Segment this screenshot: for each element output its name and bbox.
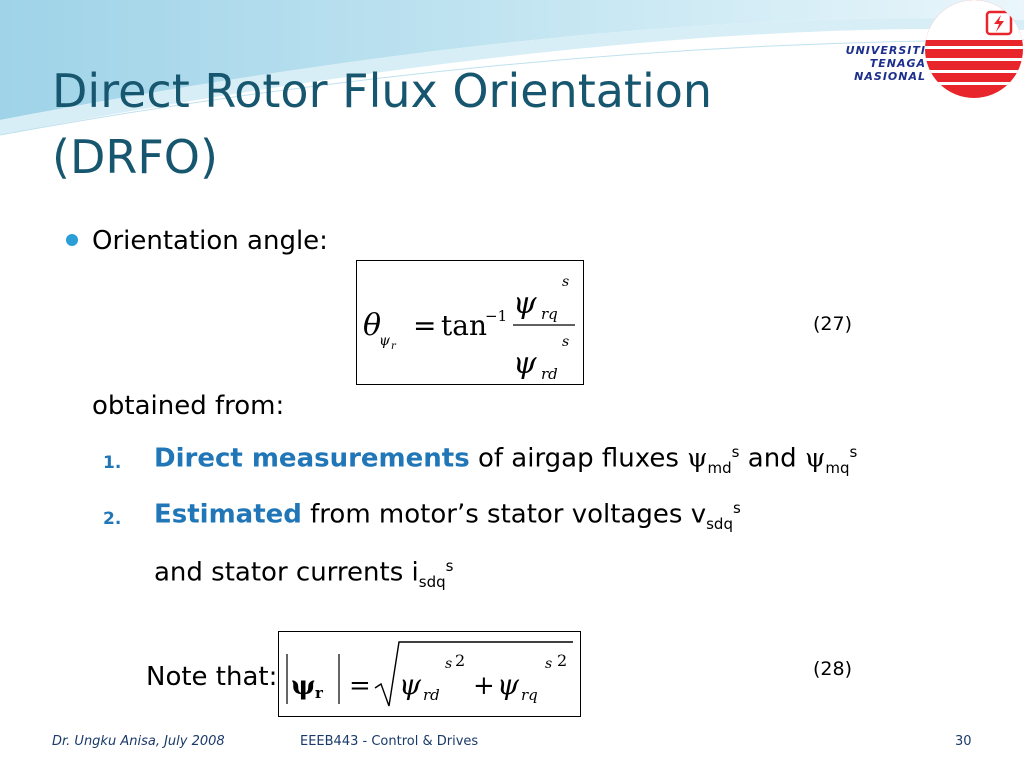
svg-text:s: s [562, 274, 569, 290]
obtained-from-text: obtained from: [92, 391, 285, 421]
equation-28-box: ψ r = ψ rd s 2 + ψ rq s 2 [278, 631, 581, 717]
svg-text:tan: tan [441, 309, 487, 342]
svg-text:=: = [413, 309, 436, 342]
svg-text:ψ: ψ [399, 668, 422, 701]
note-text: Note that: [146, 662, 278, 692]
list-item-2: Estimated from motor’s stator voltages v… [154, 499, 741, 533]
svg-text:2: 2 [455, 651, 465, 670]
svg-text:s: s [445, 656, 452, 672]
svg-text:s: s [562, 334, 569, 350]
equation-27-box: θ ψ r = tan −1 ψ rq s ψ rd s [356, 260, 584, 385]
svg-text:ψ: ψ [513, 346, 537, 381]
header-wave-background [0, 0, 1024, 136]
theta-symbol: θ [363, 308, 381, 343]
bullet-orientation-angle: Orientation angle: [92, 226, 328, 256]
svg-text:rq: rq [521, 686, 538, 704]
footer-course: EEEB443 - Control & Drives [300, 734, 479, 749]
svg-text:r: r [315, 684, 324, 702]
svg-text:+: + [473, 671, 495, 701]
equation-27-number: (27) [813, 313, 853, 335]
svg-text:rd: rd [423, 686, 440, 704]
svg-text:r: r [391, 341, 397, 352]
svg-text:rq: rq [541, 305, 558, 323]
svg-text:=: = [349, 671, 371, 701]
university-logo [925, 0, 1023, 98]
equation-27: θ ψ r = tan −1 ψ rq s ψ rd s [363, 274, 575, 383]
svg-text:ψ: ψ [379, 333, 391, 349]
list-number-1: 1. [103, 453, 122, 473]
svg-text:s: s [545, 656, 552, 672]
list-item-2-continuation: and stator currents isdqs [154, 557, 454, 591]
svg-text:ψ: ψ [513, 286, 537, 321]
svg-text:−1: −1 [485, 307, 507, 325]
list-item-1: Direct measurements of airgap fluxes ψmd… [154, 443, 858, 477]
svg-text:ψ: ψ [291, 671, 315, 701]
footer-author: Dr. Ungku Anisa, July 2008 [52, 734, 225, 749]
list-number-2: 2. [103, 509, 122, 529]
equation-28: ψ r = ψ rd s 2 + ψ rq s 2 [286, 641, 573, 707]
university-brand-text: UNIVERSITI TENAGA NASIONAL [845, 44, 926, 83]
lightning-emblem-icon [985, 10, 1013, 36]
svg-text:2: 2 [557, 651, 567, 670]
page-number: 30 [955, 734, 972, 749]
svg-text:ψ: ψ [497, 668, 520, 701]
equation-28-number: (28) [813, 658, 853, 680]
svg-text:rd: rd [541, 365, 558, 383]
slide-title: Direct Rotor Flux Orientation (DRFO) [52, 64, 713, 184]
bullet-dot [66, 234, 78, 246]
